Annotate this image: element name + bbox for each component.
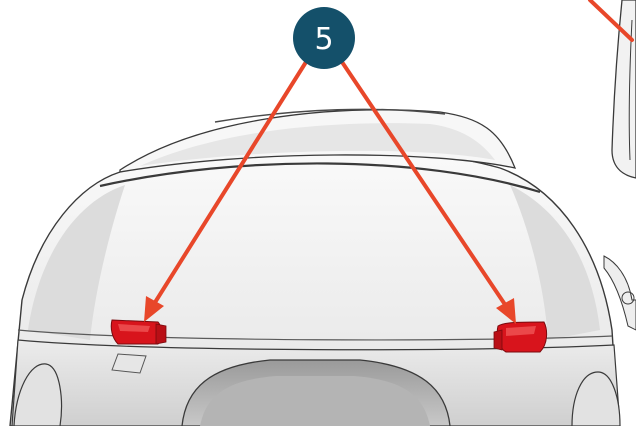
vehicle-rear-body	[9, 108, 636, 426]
roof-top-edge	[214, 108, 446, 123]
plate-lamp	[111, 353, 147, 374]
callout-badge: 5	[293, 7, 355, 69]
shell-shade-right	[510, 185, 600, 340]
callout-circle	[293, 7, 355, 69]
left-arrowhead	[144, 296, 164, 322]
side-mirror-edge	[628, 19, 633, 161]
callout-number: 5	[314, 22, 333, 57]
cropped-side-object	[611, 0, 636, 179]
side-mirror-arm	[611, 0, 636, 179]
right-rear-reflector	[493, 321, 548, 353]
right-lower-fender	[571, 371, 621, 426]
leader-arrows	[144, 0, 634, 324]
left-reflector-tab	[155, 323, 167, 345]
left-lower-fender	[13, 363, 63, 426]
right-reflector-tab	[493, 329, 503, 351]
rear-opening-inner	[200, 376, 430, 426]
side-bracket-ring	[621, 291, 635, 305]
right-reflector-highlight	[506, 326, 536, 336]
top-right-leader-line	[588, 0, 634, 42]
left-reflector-body	[110, 319, 162, 345]
right-reflector-body	[496, 321, 548, 353]
shell-shade-left	[28, 185, 125, 340]
roof-rim	[99, 162, 541, 194]
left-leader-line	[152, 60, 308, 306]
right-leader-line	[340, 60, 508, 308]
left-rear-reflector	[110, 319, 167, 345]
side-bracket	[603, 255, 636, 331]
right-arrowhead	[496, 298, 516, 324]
roof-shade	[140, 123, 495, 166]
left-reflector-highlight	[118, 324, 150, 332]
